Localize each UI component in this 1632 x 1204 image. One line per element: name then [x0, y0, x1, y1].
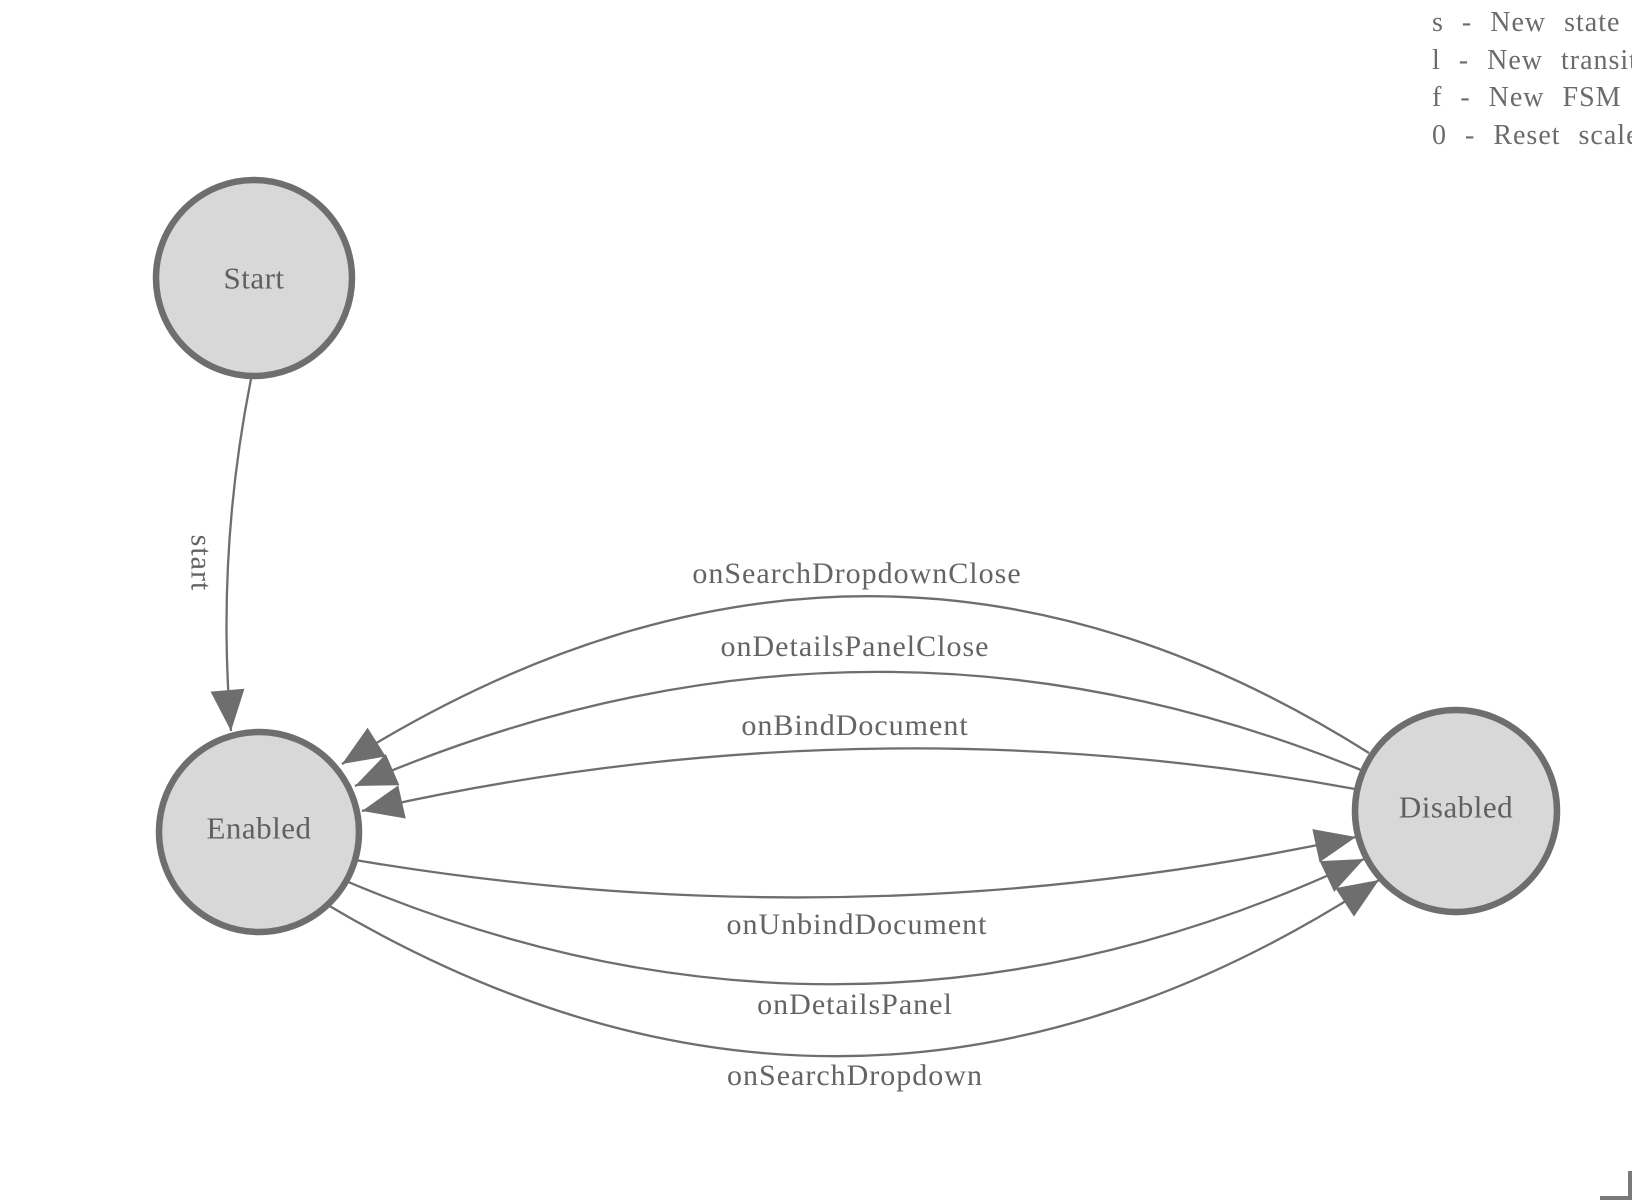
- legend-line-new-fsm: f - New FSM: [1432, 82, 1622, 113]
- transition-label-start: start: [185, 535, 218, 592]
- transition-edge-onSearchDropdownClose[interactable]: [341, 595, 1370, 765]
- state-label-enabled: Enabled: [206, 811, 311, 846]
- state-circle-disabled[interactable]: [1351, 706, 1561, 916]
- transition-label-onDetailsPanelClose: onDetailsPanelClose: [721, 630, 990, 663]
- transition-label-onSearchDropdownClose: onSearchDropdownClose: [692, 557, 1021, 590]
- state-node-disabled[interactable]: Disabled: [1351, 706, 1561, 916]
- state-label-disabled: Disabled: [1399, 790, 1513, 825]
- canvas-corner-mark: [1600, 1171, 1632, 1200]
- legend-line-new-transition: l - New transition: [1432, 44, 1632, 76]
- legend-line-reset-scale: 0 - Reset scale: [1432, 119, 1632, 151]
- transition-edge-onDetailsPanelClose[interactable]: [354, 670, 1362, 788]
- transition-label-onUnbindDocument: onUnbindDocument: [727, 908, 988, 941]
- transition-label-onDetailsPanel: onDetailsPanel: [757, 988, 953, 1021]
- hotkey-legend: s - New state l - New transition f - New…: [1432, 4, 1632, 154]
- state-node-enabled[interactable]: Enabled: [155, 728, 363, 936]
- state-label-start: Start: [223, 261, 284, 296]
- transition-label-onSearchDropdown: onSearchDropdown: [727, 1059, 983, 1092]
- legend-line-new-state: s - New state: [1432, 7, 1621, 38]
- transition-edge-start[interactable]: [210, 378, 253, 732]
- transition-edge-onSearchDropdown[interactable]: [325, 879, 1380, 1058]
- transition-edge-onUnbindDocument[interactable]: [354, 829, 1357, 899]
- transition-edge-onDetailsPanel[interactable]: [345, 857, 1365, 986]
- transition-edge-onBindDocument[interactable]: [361, 747, 1356, 819]
- transition-label-onBindDocument: onBindDocument: [741, 709, 968, 742]
- state-circle-start[interactable]: [152, 176, 356, 380]
- state-circle-enabled[interactable]: [155, 728, 363, 936]
- state-node-start[interactable]: Start: [152, 176, 356, 380]
